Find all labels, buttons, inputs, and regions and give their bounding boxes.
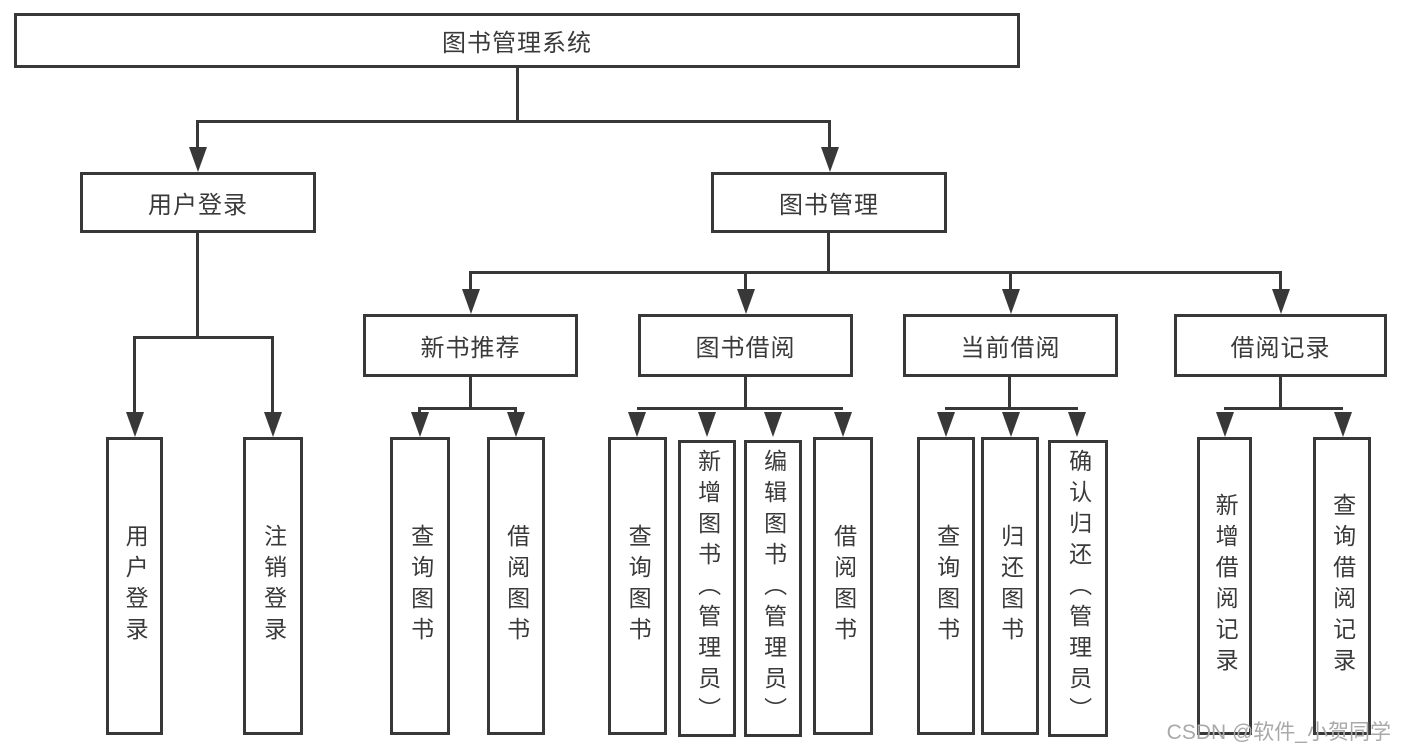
arrowhead-user-login	[189, 147, 207, 172]
connector-groupA-hline	[133, 336, 274, 339]
arrowhead-e2	[1334, 412, 1352, 437]
arrowhead-d3	[1068, 412, 1086, 437]
connector-a1-shaft	[133, 336, 136, 415]
csdn-watermark: CSDN @软件_小贺同学	[1166, 721, 1391, 744]
leaf-query-books-current-label: 查询图书	[933, 524, 960, 648]
leaf-confirm-return-admin-label: 确认归还（管理员）	[1065, 449, 1092, 728]
node-user-login-label: 用户登录	[148, 192, 248, 219]
connector-groupE-hline	[1224, 407, 1343, 410]
arrowhead-a2	[264, 412, 282, 437]
leaf-borrow-books-label: 借阅图书	[830, 524, 857, 648]
leaf-user-login-label: 用户登录	[122, 524, 149, 648]
leaf-query-books-borrow: 查询图书	[608, 437, 667, 735]
connector-user-login-shaft	[196, 120, 199, 152]
connector-currentborrow-shaft	[1009, 271, 1012, 292]
node-current-borrow: 当前借阅	[903, 314, 1118, 377]
arrowhead-e1	[1216, 412, 1234, 437]
leaf-add-books-admin-label: 新增图书（管理员）	[694, 449, 721, 728]
connector-groupB-hline	[419, 407, 516, 410]
leaf-edit-books-admin: 编辑图书（管理员）	[744, 440, 802, 737]
connector-root-stem	[516, 68, 519, 120]
arrowhead-c4	[834, 412, 852, 437]
node-new-book-recommend-label: 新书推荐	[420, 335, 521, 362]
node-book-borrow: 图书借阅	[638, 314, 853, 377]
node-book-management: 图书管理	[711, 172, 947, 233]
node-borrow-records: 借阅记录	[1174, 314, 1387, 377]
leaf-user-login: 用户登录	[106, 437, 163, 735]
arrowhead-c2	[698, 412, 716, 437]
leaf-borrow-books-recommend-label: 借阅图书	[503, 524, 530, 648]
arrowhead-b1	[411, 412, 429, 437]
arrowhead-book-mgmt	[821, 147, 839, 172]
connector-groupD-stem	[1008, 377, 1011, 407]
node-library-system: 图书管理系统	[14, 13, 1020, 68]
node-library-system-label: 图书管理系统	[442, 30, 592, 57]
leaf-query-books-recommend: 查询图书	[390, 437, 450, 735]
node-book-management-label: 图书管理	[779, 192, 879, 219]
connector-groupE-stem	[1279, 377, 1282, 407]
connector-b1-shaft	[418, 407, 421, 415]
leaf-add-books-admin: 新增图书（管理员）	[678, 440, 736, 737]
node-new-book-recommend: 新书推荐	[363, 314, 578, 377]
leaf-query-borrow-record-label: 查询借阅记录	[1329, 493, 1356, 679]
connector-a2-shaft	[271, 336, 274, 415]
connector-level3-hline	[470, 271, 1281, 274]
arrowhead-newbook	[462, 289, 480, 314]
arrowhead-c1	[628, 412, 646, 437]
leaf-borrow-books: 借阅图书	[813, 437, 873, 735]
leaf-query-books-borrow-label: 查询图书	[625, 524, 652, 648]
leaf-query-borrow-record: 查询借阅记录	[1313, 437, 1371, 735]
arrowhead-a1	[126, 412, 144, 437]
node-borrow-records-label: 借阅记录	[1230, 335, 1331, 362]
connector-groupD-hline	[945, 407, 1078, 410]
connector-b2-shaft	[514, 407, 517, 415]
node-book-borrow-label: 图书借阅	[695, 335, 796, 362]
connector-newbook-shaft	[469, 271, 472, 292]
leaf-add-borrow-record-label: 新增借阅记录	[1212, 493, 1239, 679]
leaf-return-books-label: 归还图书	[997, 524, 1024, 648]
leaf-query-books-recommend-label: 查询图书	[407, 524, 434, 648]
leaf-return-books: 归还图书	[981, 437, 1039, 735]
connector-groupB-stem	[469, 377, 472, 407]
node-user-login: 用户登录	[80, 172, 316, 233]
arrowhead-c3	[764, 412, 782, 437]
leaf-edit-books-admin-label: 编辑图书（管理员）	[760, 449, 787, 728]
connector-borrowrecord-shaft	[1279, 271, 1282, 292]
connector-book-mgmt-shaft	[828, 120, 831, 152]
arrowhead-b2	[507, 412, 525, 437]
arrowhead-borrowrecord	[1272, 289, 1290, 314]
leaf-borrow-books-recommend: 借阅图书	[487, 437, 545, 735]
leaf-query-books-current: 查询图书	[917, 437, 975, 735]
connector-groupC-hline	[637, 407, 843, 410]
leaf-logout-login-label: 注销登录	[260, 524, 287, 648]
connector-root-hline	[197, 120, 831, 123]
arrowhead-bookborrow	[737, 289, 755, 314]
connector-level3-stem	[827, 233, 830, 271]
node-current-borrow-label: 当前借阅	[960, 335, 1061, 362]
arrowhead-d1	[937, 412, 955, 437]
arrowhead-d2	[1002, 412, 1020, 437]
leaf-add-borrow-record: 新增借阅记录	[1197, 437, 1252, 735]
leaf-logout-login: 注销登录	[243, 437, 303, 735]
connector-groupA-stem	[196, 233, 199, 336]
leaf-confirm-return-admin: 确认归还（管理员）	[1048, 440, 1108, 737]
arrowhead-currentborrow	[1002, 289, 1020, 314]
connector-groupC-stem	[744, 377, 747, 407]
connector-bookborrow-shaft	[744, 271, 747, 292]
